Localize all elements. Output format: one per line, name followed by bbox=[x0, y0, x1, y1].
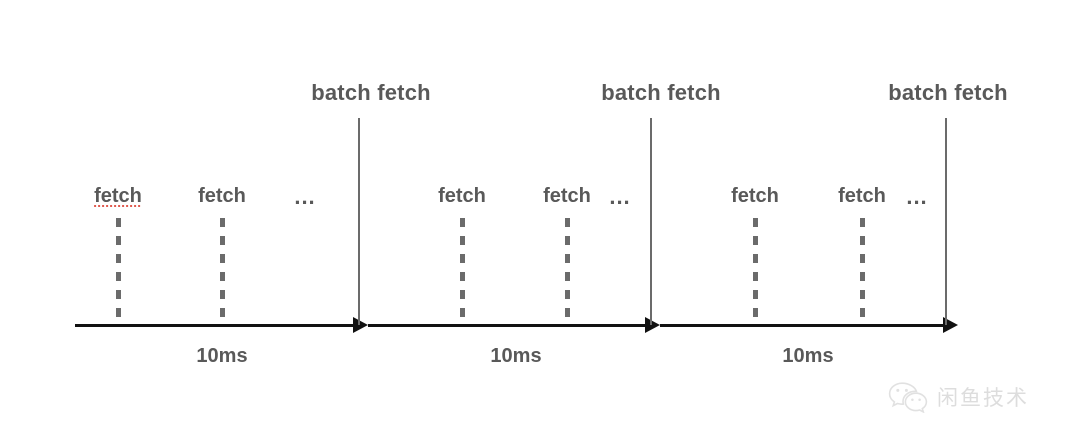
axis-segment bbox=[660, 324, 943, 327]
axis-segment bbox=[368, 324, 645, 327]
fetch-label: fetch bbox=[731, 185, 779, 207]
batch-boundary-line bbox=[945, 118, 947, 325]
duration-label: 10ms bbox=[782, 345, 834, 367]
batch-boundary-line bbox=[358, 118, 360, 325]
axis-arrowhead bbox=[353, 317, 368, 333]
batch-fetch-label: batch fetch bbox=[311, 80, 431, 105]
watermark: 闲鱼技术 bbox=[888, 381, 1029, 413]
fetch-label: fetch bbox=[198, 185, 246, 207]
ellipsis-label: ... bbox=[906, 184, 928, 209]
duration-label: 10ms bbox=[196, 345, 248, 367]
fetch-label: fetch bbox=[543, 185, 591, 207]
axis-segment bbox=[75, 324, 353, 327]
fetch-tick-line bbox=[220, 218, 225, 322]
batch-fetch-label: batch fetch bbox=[601, 80, 721, 105]
batch-fetch-label: batch fetch bbox=[888, 80, 1008, 105]
batch-boundary-line bbox=[650, 118, 652, 325]
fetch-tick-line bbox=[565, 218, 570, 322]
fetch-label: fetch bbox=[838, 185, 886, 207]
axis-arrowhead bbox=[645, 317, 660, 333]
ellipsis-label: ... bbox=[609, 184, 631, 209]
fetch-tick-line bbox=[460, 218, 465, 322]
wechat-icon bbox=[888, 382, 928, 413]
duration-label: 10ms bbox=[490, 345, 542, 367]
fetch-tick-line bbox=[860, 218, 865, 322]
fetch-label: fetch bbox=[94, 185, 142, 207]
fetch-tick-line bbox=[753, 218, 758, 322]
watermark-text: 闲鱼技术 bbox=[937, 386, 1029, 410]
fetch-label: fetch bbox=[438, 185, 486, 207]
fetch-tick-line bbox=[116, 218, 121, 322]
ellipsis-label: ... bbox=[294, 184, 316, 209]
